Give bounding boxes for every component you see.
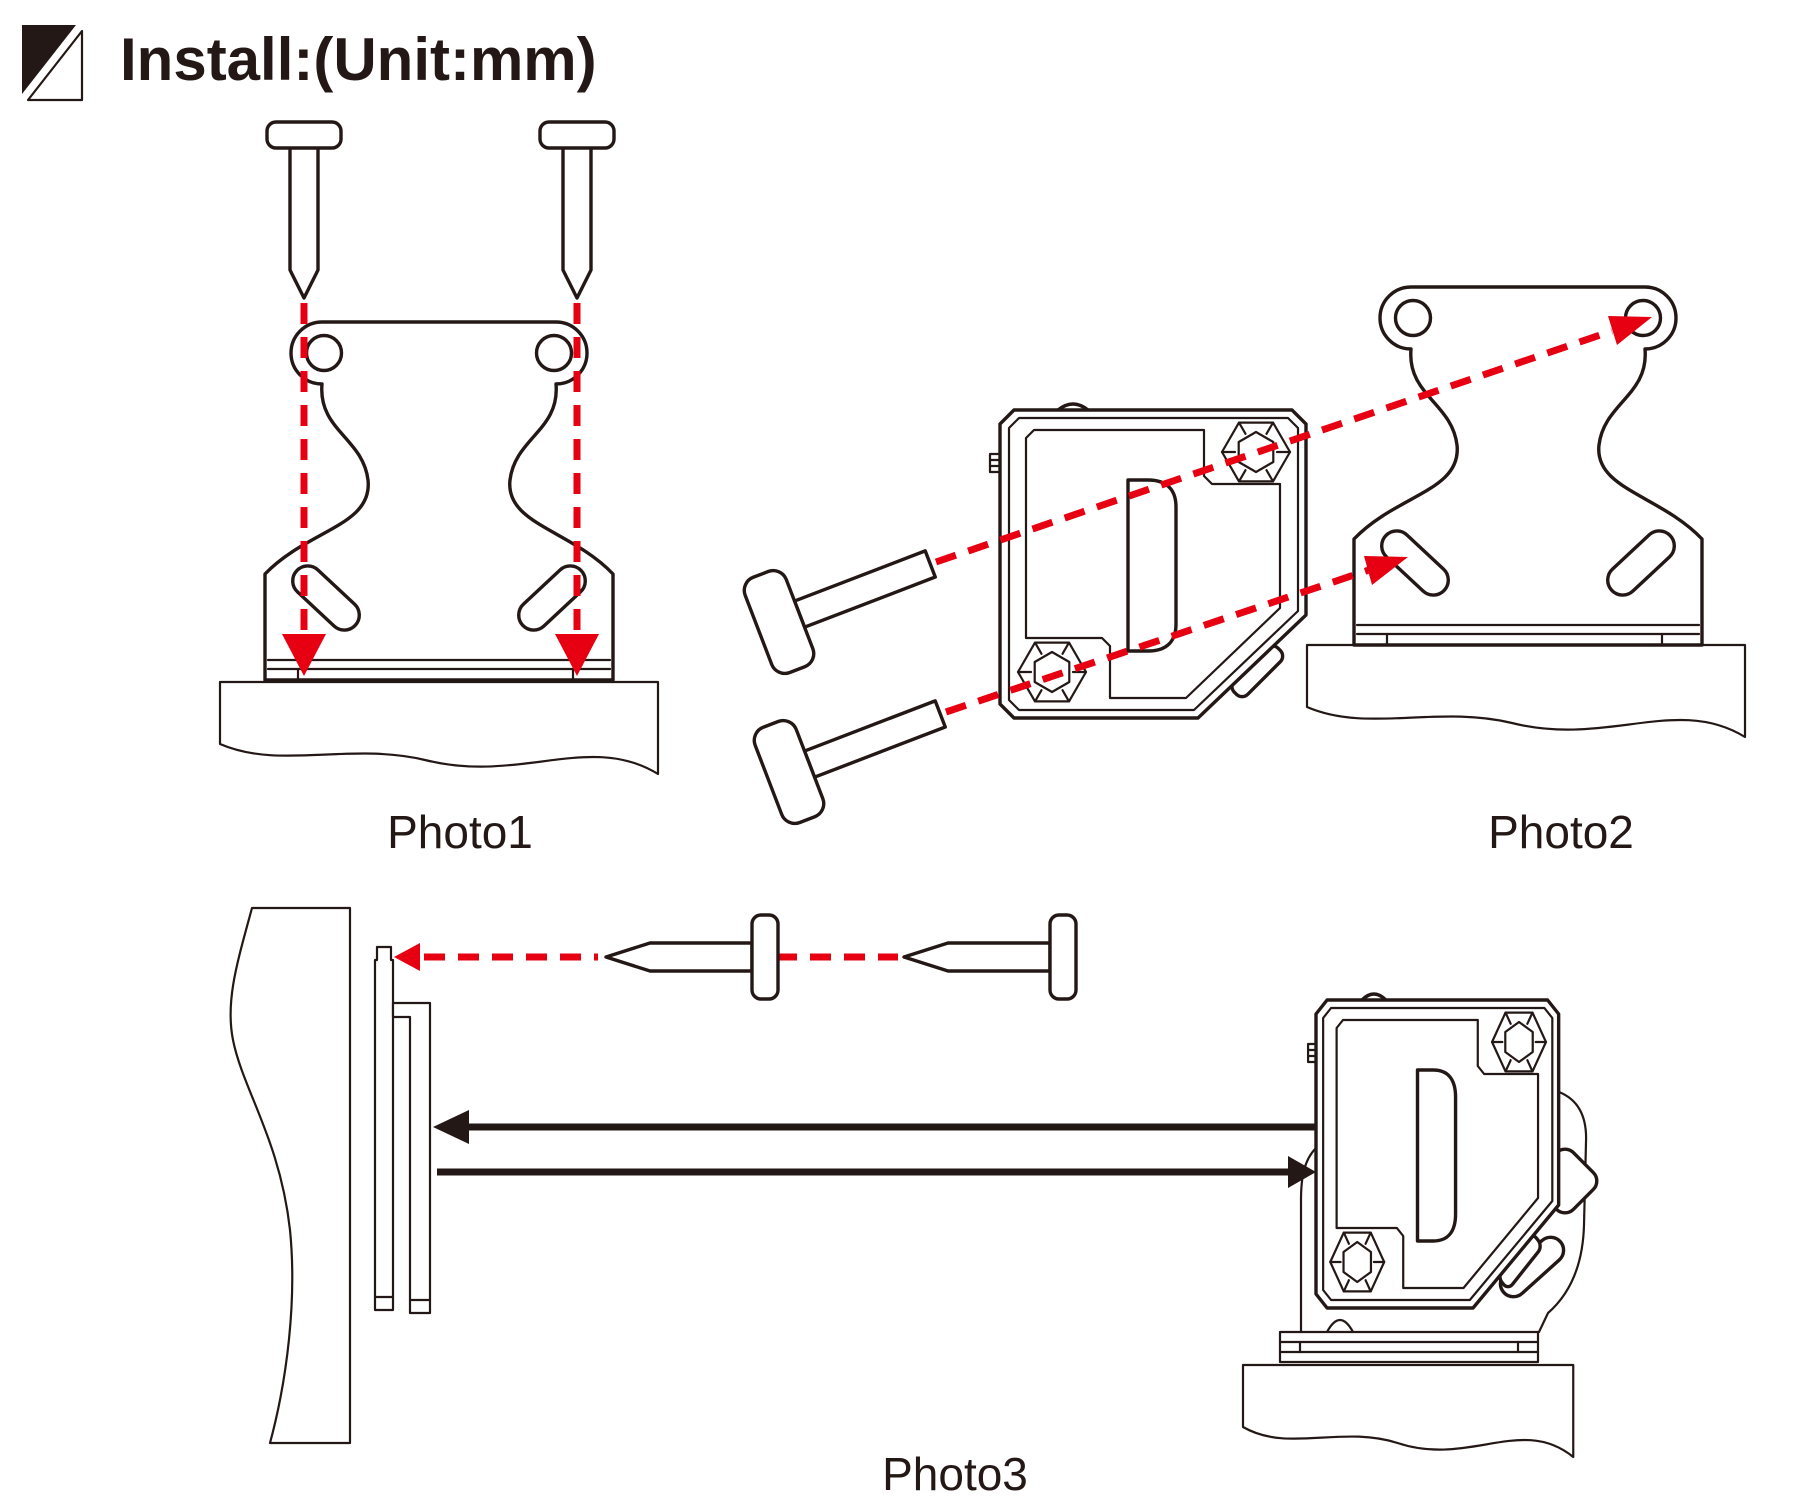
photo3-illustration: Photo3 — [229, 906, 1599, 1500]
wall — [229, 906, 352, 1445]
screw-alignment-arrow — [944, 556, 1408, 716]
bracket-base — [1278, 1330, 1540, 1364]
photo1-illustration: Photo1 — [218, 120, 660, 858]
sensor-bottom-tab — [1325, 1318, 1355, 1334]
mounting-surface — [1241, 1363, 1575, 1459]
photo2-label: Photo2 — [1488, 806, 1634, 858]
mounting-screw-icon — [748, 664, 961, 830]
mounting-screw-icon — [902, 913, 1078, 1001]
mounting-bracket — [263, 320, 615, 682]
mounting-bracket — [1352, 285, 1704, 647]
screw-insertion-arrow — [555, 303, 599, 676]
screw-alignment-arrow — [934, 316, 1652, 566]
beam-arrow-right — [437, 1156, 1316, 1188]
photo3-label: Photo3 — [882, 1448, 1028, 1500]
screw-insertion-arrow — [282, 303, 326, 676]
screw-insertion-arrow — [394, 943, 898, 971]
photo1-label: Photo1 — [387, 806, 533, 858]
mounting-screw-icon — [738, 514, 951, 680]
mounting-surface — [1305, 643, 1747, 739]
mounting-screw-icon — [604, 913, 780, 1001]
mounting-screw-icon — [538, 120, 616, 300]
mounting-surface — [218, 680, 660, 776]
photo2-illustration: Photo2 — [738, 285, 1747, 858]
header: Install:(Unit:mm) — [22, 25, 597, 102]
page-title: Install:(Unit:mm) — [120, 26, 597, 93]
photoelectric-sensor — [1308, 994, 1559, 1308]
mounting-screw-icon — [265, 120, 343, 300]
reflector-front-plate — [391, 1001, 432, 1315]
beam-arrow-left — [433, 1110, 1316, 1144]
reflector-back-plate — [373, 945, 395, 1312]
diagonal-split-square-icon — [22, 25, 84, 102]
